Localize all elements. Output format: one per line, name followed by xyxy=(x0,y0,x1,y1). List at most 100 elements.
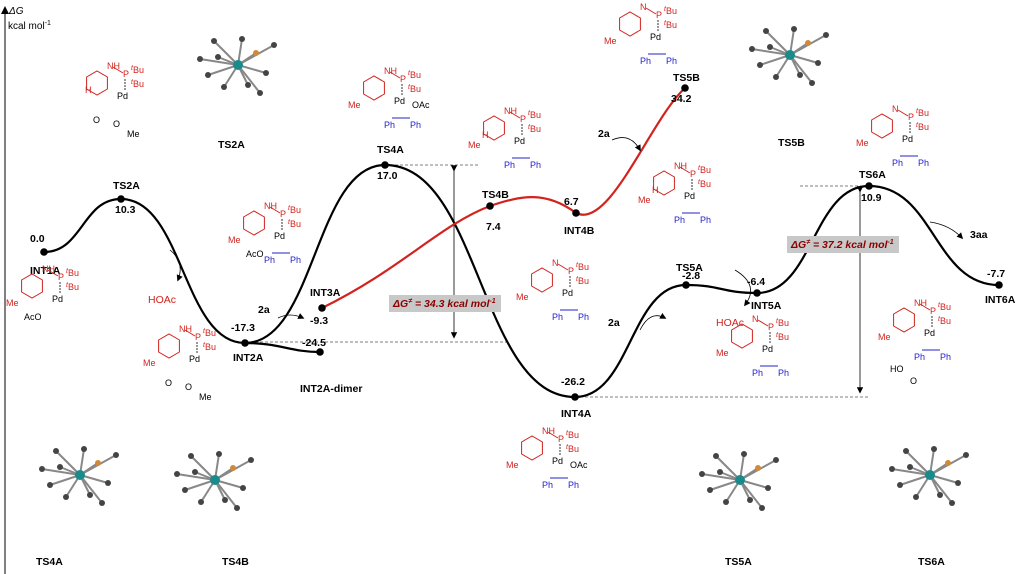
model-ts5a xyxy=(699,451,779,511)
point-ts5a-label: TS5A xyxy=(676,262,703,274)
model-ts5b xyxy=(749,26,829,86)
svg-text:O: O xyxy=(113,119,120,129)
svg-text:Ph: Ph xyxy=(504,160,515,170)
svg-text:Pd: Pd xyxy=(117,91,128,101)
point-ts4a-dot xyxy=(381,161,389,169)
svg-text:Ph: Ph xyxy=(940,352,951,362)
svg-text:Me: Me xyxy=(638,195,651,205)
svg-text:tBu: tBu xyxy=(938,302,951,312)
svg-text:Pd: Pd xyxy=(684,191,695,201)
point-ts4a-energy: 17.0 xyxy=(377,170,398,182)
svg-text:Pd: Pd xyxy=(514,136,525,146)
point-ts6a-label: TS6A xyxy=(859,169,886,181)
svg-text:Me: Me xyxy=(516,292,529,302)
svg-text:Ph: Ph xyxy=(700,215,711,225)
point-int2a-dimer-dot xyxy=(316,348,324,356)
point-ts2a-label: TS2A xyxy=(113,180,140,192)
dimer-branch-curve xyxy=(244,341,321,354)
reagent-annotations xyxy=(169,137,964,331)
model-caption-ts6a: TS6A xyxy=(918,556,945,568)
svg-text:Ph: Ph xyxy=(674,215,685,225)
point-int5a-label: INT5A xyxy=(751,300,782,312)
svg-text:P: P xyxy=(400,74,406,84)
svg-text:O: O xyxy=(185,382,192,392)
point-ts4b-energy: 7.4 xyxy=(486,221,501,233)
svg-text:tBu: tBu xyxy=(66,268,79,278)
model-ts6a xyxy=(889,446,969,506)
svg-text:N: N xyxy=(752,314,759,324)
point-int3a-dot xyxy=(318,304,326,312)
svg-text:P: P xyxy=(58,272,64,282)
point-int4a-energy: -26.2 xyxy=(561,376,585,388)
svg-text:Me: Me xyxy=(6,298,19,308)
point-ts4b-label: TS4B xyxy=(482,189,509,201)
point-int4a-label: INT4A xyxy=(561,408,592,420)
svg-text:NH: NH xyxy=(42,264,55,274)
svg-text:Pd: Pd xyxy=(52,294,63,304)
svg-text:Me: Me xyxy=(878,332,891,342)
point-int4b-energy: 6.7 xyxy=(564,196,579,208)
model-caption-ts4b: TS4B xyxy=(222,556,249,568)
point-int1a-label: INT1A xyxy=(30,265,61,277)
svg-text:Pd: Pd xyxy=(562,288,573,298)
svg-text:Me: Me xyxy=(127,129,140,139)
svg-text:N: N xyxy=(552,258,559,268)
svg-text:Me: Me xyxy=(199,392,212,402)
svg-text:P: P xyxy=(280,209,286,219)
model-ts2a xyxy=(197,36,277,96)
svg-text:Pd: Pd xyxy=(924,328,935,338)
svg-text:NH: NH xyxy=(504,106,517,116)
point-ts5a-dot xyxy=(682,281,690,289)
point-int5a-energy: -6.4 xyxy=(747,276,765,288)
svg-text:Ph: Ph xyxy=(892,158,903,168)
point-int4b-dot xyxy=(572,209,580,217)
svg-text:NH: NH xyxy=(914,298,927,308)
svg-text:Ph: Ph xyxy=(918,158,929,168)
svg-text:NH: NH xyxy=(674,161,687,171)
svg-text:HO: HO xyxy=(890,364,904,374)
point-ts6a-dot xyxy=(865,182,873,190)
svg-text:P: P xyxy=(930,306,936,316)
svg-text:NH: NH xyxy=(384,66,397,76)
svg-text:Pd: Pd xyxy=(274,231,285,241)
svg-text:NH: NH xyxy=(264,201,277,211)
point-ts6a-energy: 10.9 xyxy=(861,192,882,204)
hoac-label-2: HOAc xyxy=(716,317,744,329)
svg-text:Me: Me xyxy=(604,36,617,46)
point-int5a-dot xyxy=(753,289,761,297)
svg-text:Ph: Ph xyxy=(666,56,677,66)
svg-text:OAc: OAc xyxy=(412,100,430,110)
svg-text:O: O xyxy=(910,376,917,386)
svg-text:ΔG≠ = 34.3 kcal mol-1: ΔG≠ = 34.3 kcal mol-1 xyxy=(392,298,496,310)
y-axis-symbol: ΔG xyxy=(8,6,24,17)
red-pathway-curve xyxy=(321,87,686,309)
barrier-arrows xyxy=(450,165,864,394)
svg-text:tBu: tBu xyxy=(131,65,144,75)
svg-text:Me: Me xyxy=(348,100,361,110)
svg-text:Ph: Ph xyxy=(778,368,789,378)
point-int4a-dot xyxy=(571,393,579,401)
svg-text:P: P xyxy=(195,332,201,342)
svg-text:tBu: tBu xyxy=(288,205,301,215)
model-caption-ts5a: TS5A xyxy=(725,556,752,568)
svg-text:tBu: tBu xyxy=(664,20,677,30)
svg-text:OAc: OAc xyxy=(570,460,588,470)
svg-text:tBu: tBu xyxy=(131,79,144,89)
point-int2a-dot xyxy=(241,339,249,347)
point-ts5b-dot xyxy=(681,84,689,92)
point-int4b-label: INT4B xyxy=(564,225,595,237)
svg-text:tBu: tBu xyxy=(664,6,677,16)
svg-text:tBu: tBu xyxy=(566,444,579,454)
